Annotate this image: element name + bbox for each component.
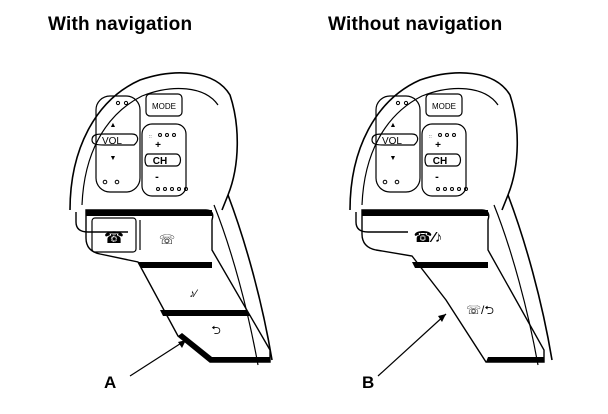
talk-icon: ☎ <box>104 230 124 247</box>
ch-label: CH <box>433 156 447 167</box>
callout-b: B <box>362 373 374 392</box>
heading-with-navigation: With navigation <box>48 14 193 35</box>
talk-mute-icon: ☎⁄♪ <box>414 229 443 246</box>
heading-without-navigation: Without navigation <box>328 14 503 35</box>
hang-up-icon: ☏ <box>159 232 175 247</box>
pad-without-navigation: ▲ VOL ▼ MODE :: + CH - ☎⁄♪ ☏/⮌ <box>349 72 553 392</box>
callout-a: A <box>104 373 116 392</box>
vol-up-arrow: ▲ <box>110 122 117 129</box>
vol-label: VOL <box>102 136 122 147</box>
vol-down-arrow: ▼ <box>390 155 397 162</box>
svg-text:::: :: <box>429 134 432 140</box>
svg-text:::: :: <box>149 134 152 140</box>
ch-plus: + <box>435 140 441 151</box>
vol-up-arrow: ▲ <box>390 122 397 129</box>
vol-label: VOL <box>382 136 402 147</box>
ch-plus: + <box>155 140 161 151</box>
voice-icon: ♪⁄ <box>189 288 199 300</box>
ch-minus: - <box>155 171 159 183</box>
ch-label: CH <box>153 156 167 167</box>
pad-with-navigation: ▲ VOL ▼ MODE :: + CH - <box>69 72 273 392</box>
ch-minus: - <box>435 171 439 183</box>
mode-label: MODE <box>152 102 176 111</box>
hang-up-back-icon: ☏/⮌ <box>466 303 494 317</box>
back-icon: ⮌ <box>211 323 221 337</box>
mode-label: MODE <box>432 102 456 111</box>
vol-down-arrow: ▼ <box>110 155 117 162</box>
